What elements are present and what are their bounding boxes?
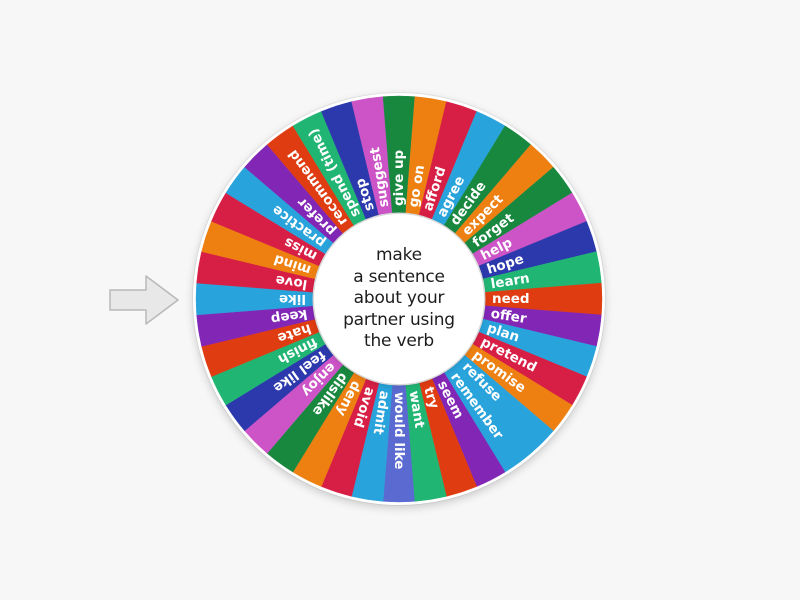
wheel-pointer-arrow: [109, 275, 179, 325]
wheel-segment-label: would like: [391, 392, 407, 469]
wheel-segment-label: offer: [490, 306, 528, 327]
wheel-segment-label: try: [420, 385, 442, 411]
wheel-segment-label: give up: [391, 149, 407, 206]
wheel-segment-label: like: [279, 291, 306, 307]
wheel-segment-label: admit: [370, 390, 393, 436]
wheel-segment-label: need: [492, 291, 530, 307]
pointer-arrow-shape: [109, 275, 179, 325]
wheel-center-text: make a sentence about your partner using…: [343, 245, 455, 352]
wheel-segment-label: learn: [490, 270, 531, 292]
wheel-segment-label: keep: [269, 306, 308, 328]
wheel-segment-label: want: [406, 390, 428, 430]
wheel-segment-label: go on: [406, 164, 428, 209]
wheel-hub: make a sentence about your partner using…: [314, 214, 484, 384]
wheel-segment-label: love: [274, 272, 308, 293]
